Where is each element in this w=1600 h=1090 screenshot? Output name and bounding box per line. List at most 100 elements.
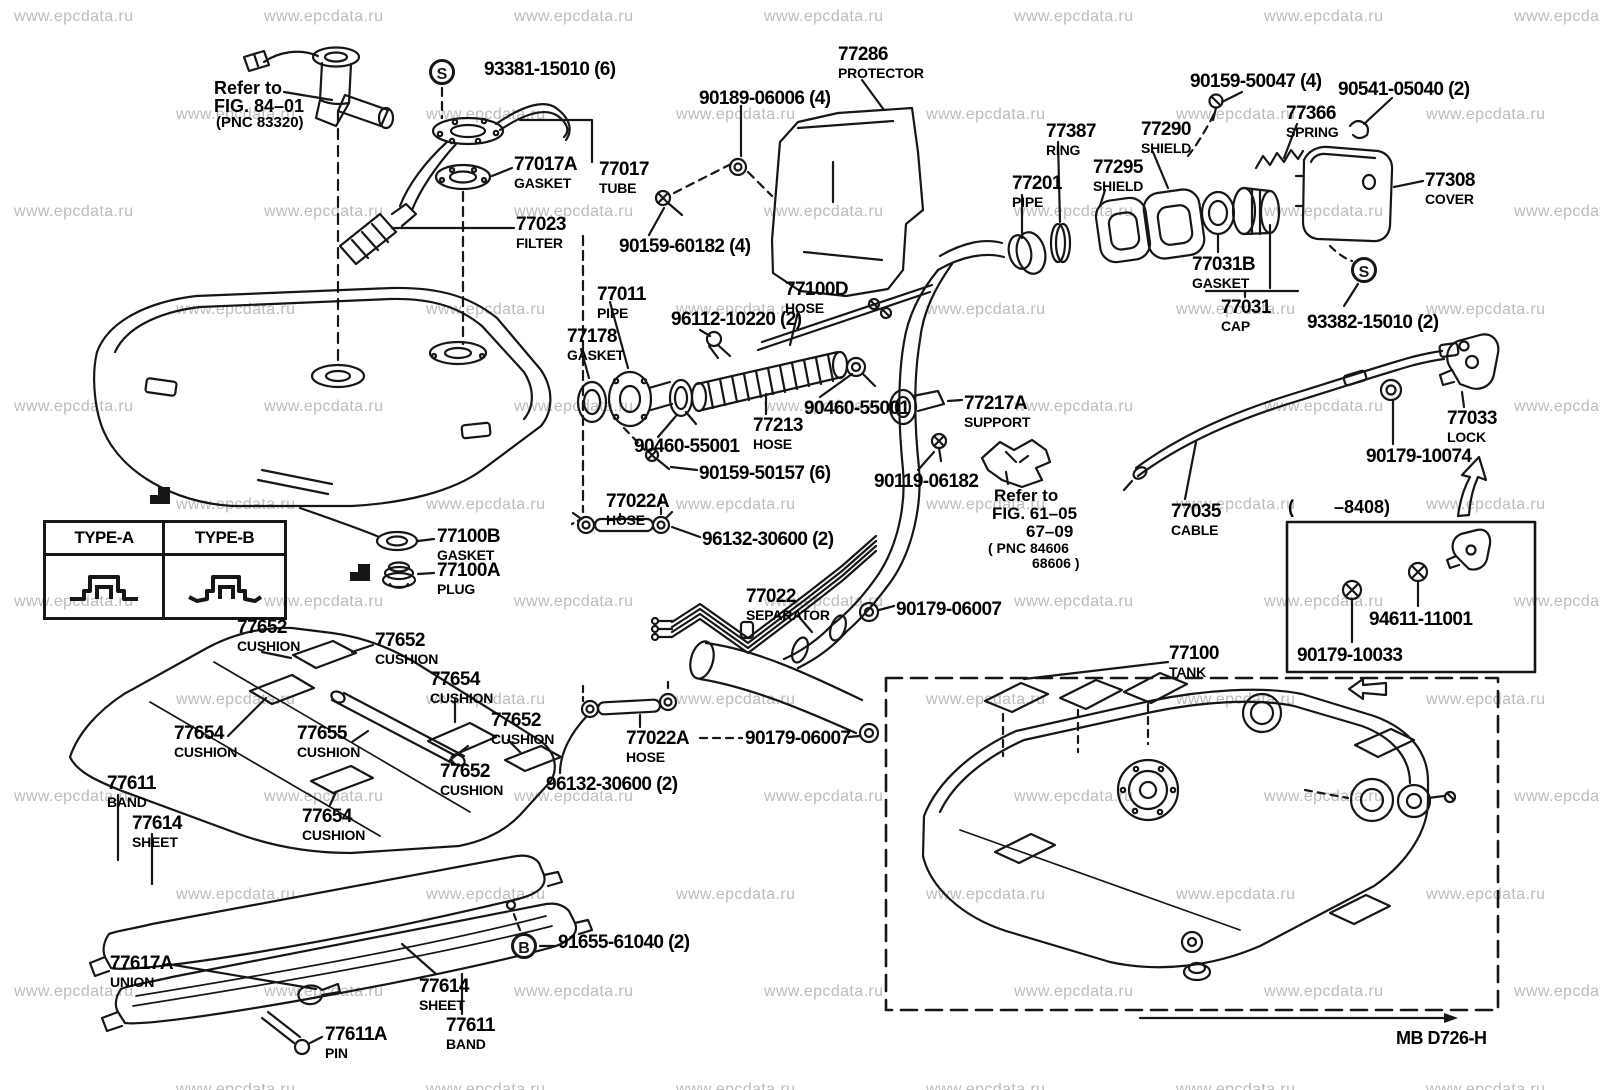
watermark: www.epcdata.ru [1426,300,1546,318]
part-label-90179-06007: 90179-06007 [896,600,1002,619]
watermark: www.epcdata.ru [676,105,796,123]
watermark: www.epcdata.ru [426,885,546,903]
watermark: www.epcdata.ru [764,398,884,415]
part-label-90159-50047-4: 90159-50047 (4) [1190,72,1322,91]
watermark: www.epcdata.ru [764,203,884,220]
watermark: www.epcdata.ru [426,1080,546,1090]
part-number: 77201 [1012,173,1062,194]
part-caption: BAND [446,1036,486,1052]
watermark: www.epcdata.ru [1514,8,1600,25]
watermark: www.epcdata.ru [176,690,296,708]
part-caption: COVER [1425,191,1474,207]
part-number: 77100D [785,279,849,300]
part-number: 77100 [1169,643,1219,664]
part-caption: SUPPORT [964,414,1031,430]
watermark: www.epcdata.ru [1514,788,1600,805]
part-caption: CUSHION [302,827,366,843]
figure-code: MB D726-H [1396,1028,1487,1048]
watermark: www.epcdata.ru [1264,8,1384,25]
watermark: www.epcdata.ru [676,300,796,318]
watermark: www.epcdata.ru [1514,398,1600,415]
refer-fig-61-05-line-4: 68606 ) [1032,555,1080,571]
watermark: www.epcdata.ru [676,885,796,903]
watermark: www.epcdata.ru [926,495,1046,513]
part-number: 90119-06182 [874,471,979,492]
watermark: www.epcdata.ru [676,1080,796,1090]
watermark: www.epcdata.ru [514,203,634,220]
part-number: 90179-10033 [1297,645,1403,666]
part-label-96112-10220-2: 96112-10220 (2) [671,310,802,329]
part-number: 77023 [516,214,566,235]
part-caption: PIN [325,1045,348,1061]
watermark: www.epcdata.ru [1014,398,1134,415]
watermark: www.epcdata.ru [14,398,134,415]
production-range-line-0: ( –8408) [1288,497,1391,517]
part-number: 77031B [1192,254,1256,275]
watermark: www.epcdata.ru [514,8,634,25]
watermark: www.epcdata.ru [1176,300,1296,318]
part-label-91655-61040-2: 91655-61040 (2) [558,933,690,952]
part-caption: PIPE [1012,194,1044,210]
part-caption: LOCK [1447,429,1486,445]
part-number: 77652 [375,630,425,651]
part-label-93382-15010-2: 93382-15010 (2) [1307,313,1439,332]
part-caption: CABLE [1171,522,1219,538]
part-number: 77611A [325,1024,388,1045]
part-caption: SPRING [1286,124,1339,140]
type-a-clip-icon [70,574,138,601]
part-number: 77614 [132,813,182,834]
watermark: www.epcdata.ru [14,203,134,220]
part-label-90460-55001: 90460-55001 [804,398,910,419]
watermark: www.epcdata.ru [1514,203,1600,220]
part-number: 90159-50047 (4) [1190,71,1322,92]
type-b-cell [165,556,284,617]
clip-type-table: TYPE-A TYPE-B [43,520,287,620]
watermark: www.epcdata.ru [1426,885,1546,903]
part-label-90159-60182-4: 90159-60182 (4) [619,237,751,256]
part-number: 77290 [1141,119,1191,140]
watermark: www.epcdata.ru [1514,983,1600,1000]
part-label-93381-15010-6: 93381-15010 (6) [484,60,616,79]
part-number: 90159-60182 (4) [619,236,751,257]
watermark: www.epcdata.ru [1426,1080,1546,1090]
watermark: www.epcdata.ru [1264,593,1384,610]
part-label-96132-30600-2: 96132-30600 (2) [546,775,678,794]
part-caption: PLUG [437,581,476,597]
refer-fig-61-05-line-3: ( PNC 84606 [988,540,1069,556]
part-number: 96132-30600 (2) [702,529,834,550]
part-caption: CAP [1221,318,1250,334]
part-number: 77031 [1221,297,1271,318]
watermark: www.epcdata.ru [926,690,1046,708]
circled-letter-s-badge: S [429,59,455,85]
part-caption: PROTECTOR [838,65,924,81]
part-number: 90179-06007 [745,728,851,749]
part-number: 90460-55001 [804,398,910,419]
part-caption: FILTER [516,235,563,251]
part-caption: SHIELD [1093,178,1144,194]
type-a-cell [46,556,165,617]
watermark: www.epcdata.ru [1176,1080,1296,1090]
part-number: 77366 [1286,103,1336,124]
part-number: 77286 [838,44,888,65]
watermark: www.epcdata.ru [14,983,134,1000]
